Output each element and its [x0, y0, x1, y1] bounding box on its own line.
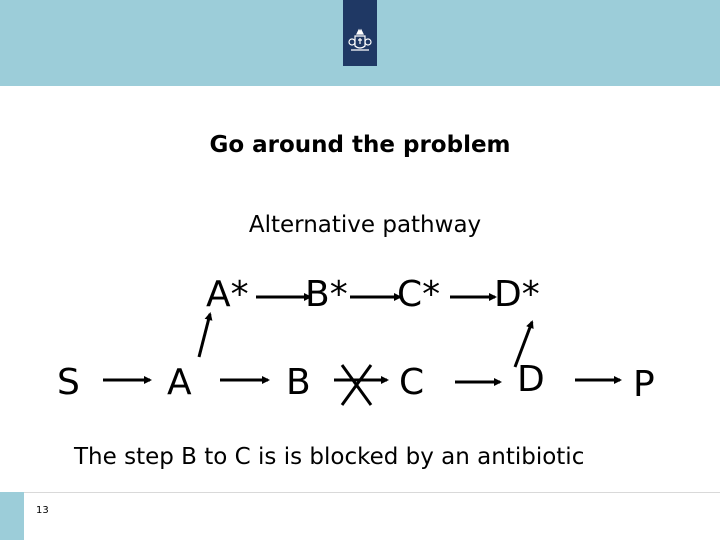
page-number: 13 [36, 505, 49, 516]
slide-title: Go around the problem [209, 132, 511, 158]
royal-coat-of-arms-icon [348, 28, 372, 51]
footer-accent-bar [0, 492, 24, 540]
arrow-d-to-d-star [513, 320, 534, 368]
node-b-star: B* [305, 274, 348, 315]
arrow-a-to-a-star [197, 312, 213, 358]
node-b: B [286, 362, 311, 403]
node-a-star: A* [206, 274, 249, 315]
node-d-star: D* [494, 274, 540, 315]
node-d: D [517, 359, 545, 400]
node-a: A [167, 362, 192, 403]
slide-subtitle: Alternative pathway [248, 212, 482, 238]
node-c-star: C* [397, 274, 440, 315]
node-s: S [57, 362, 80, 403]
slide-caption: The step B to C is is blocked by an anti… [74, 444, 585, 470]
node-c: C [399, 362, 424, 403]
block-x-mark [340, 364, 373, 406]
footer-divider [0, 492, 720, 493]
logo [343, 0, 377, 66]
node-p: P [633, 364, 655, 405]
